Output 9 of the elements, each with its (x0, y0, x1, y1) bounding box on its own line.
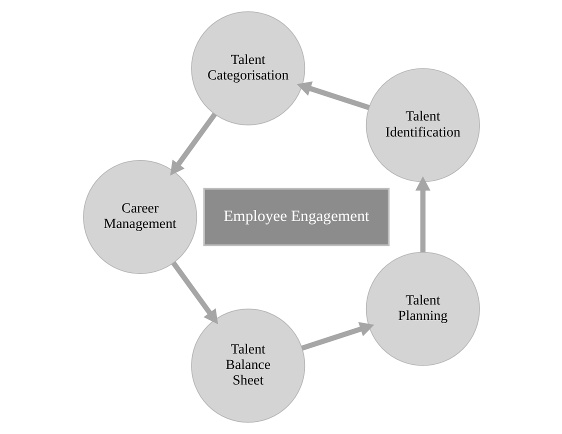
node-circle: Talent Planning (365, 252, 480, 366)
arrow (300, 322, 374, 351)
arrow (170, 112, 216, 176)
node-circle: Talent Categorisation (190, 11, 305, 126)
node-circle: Talent Identification (365, 68, 480, 182)
arrow (296, 81, 370, 110)
node-box: Employee Engagement (202, 188, 390, 246)
arrow (170, 261, 218, 324)
arrow (414, 176, 430, 252)
